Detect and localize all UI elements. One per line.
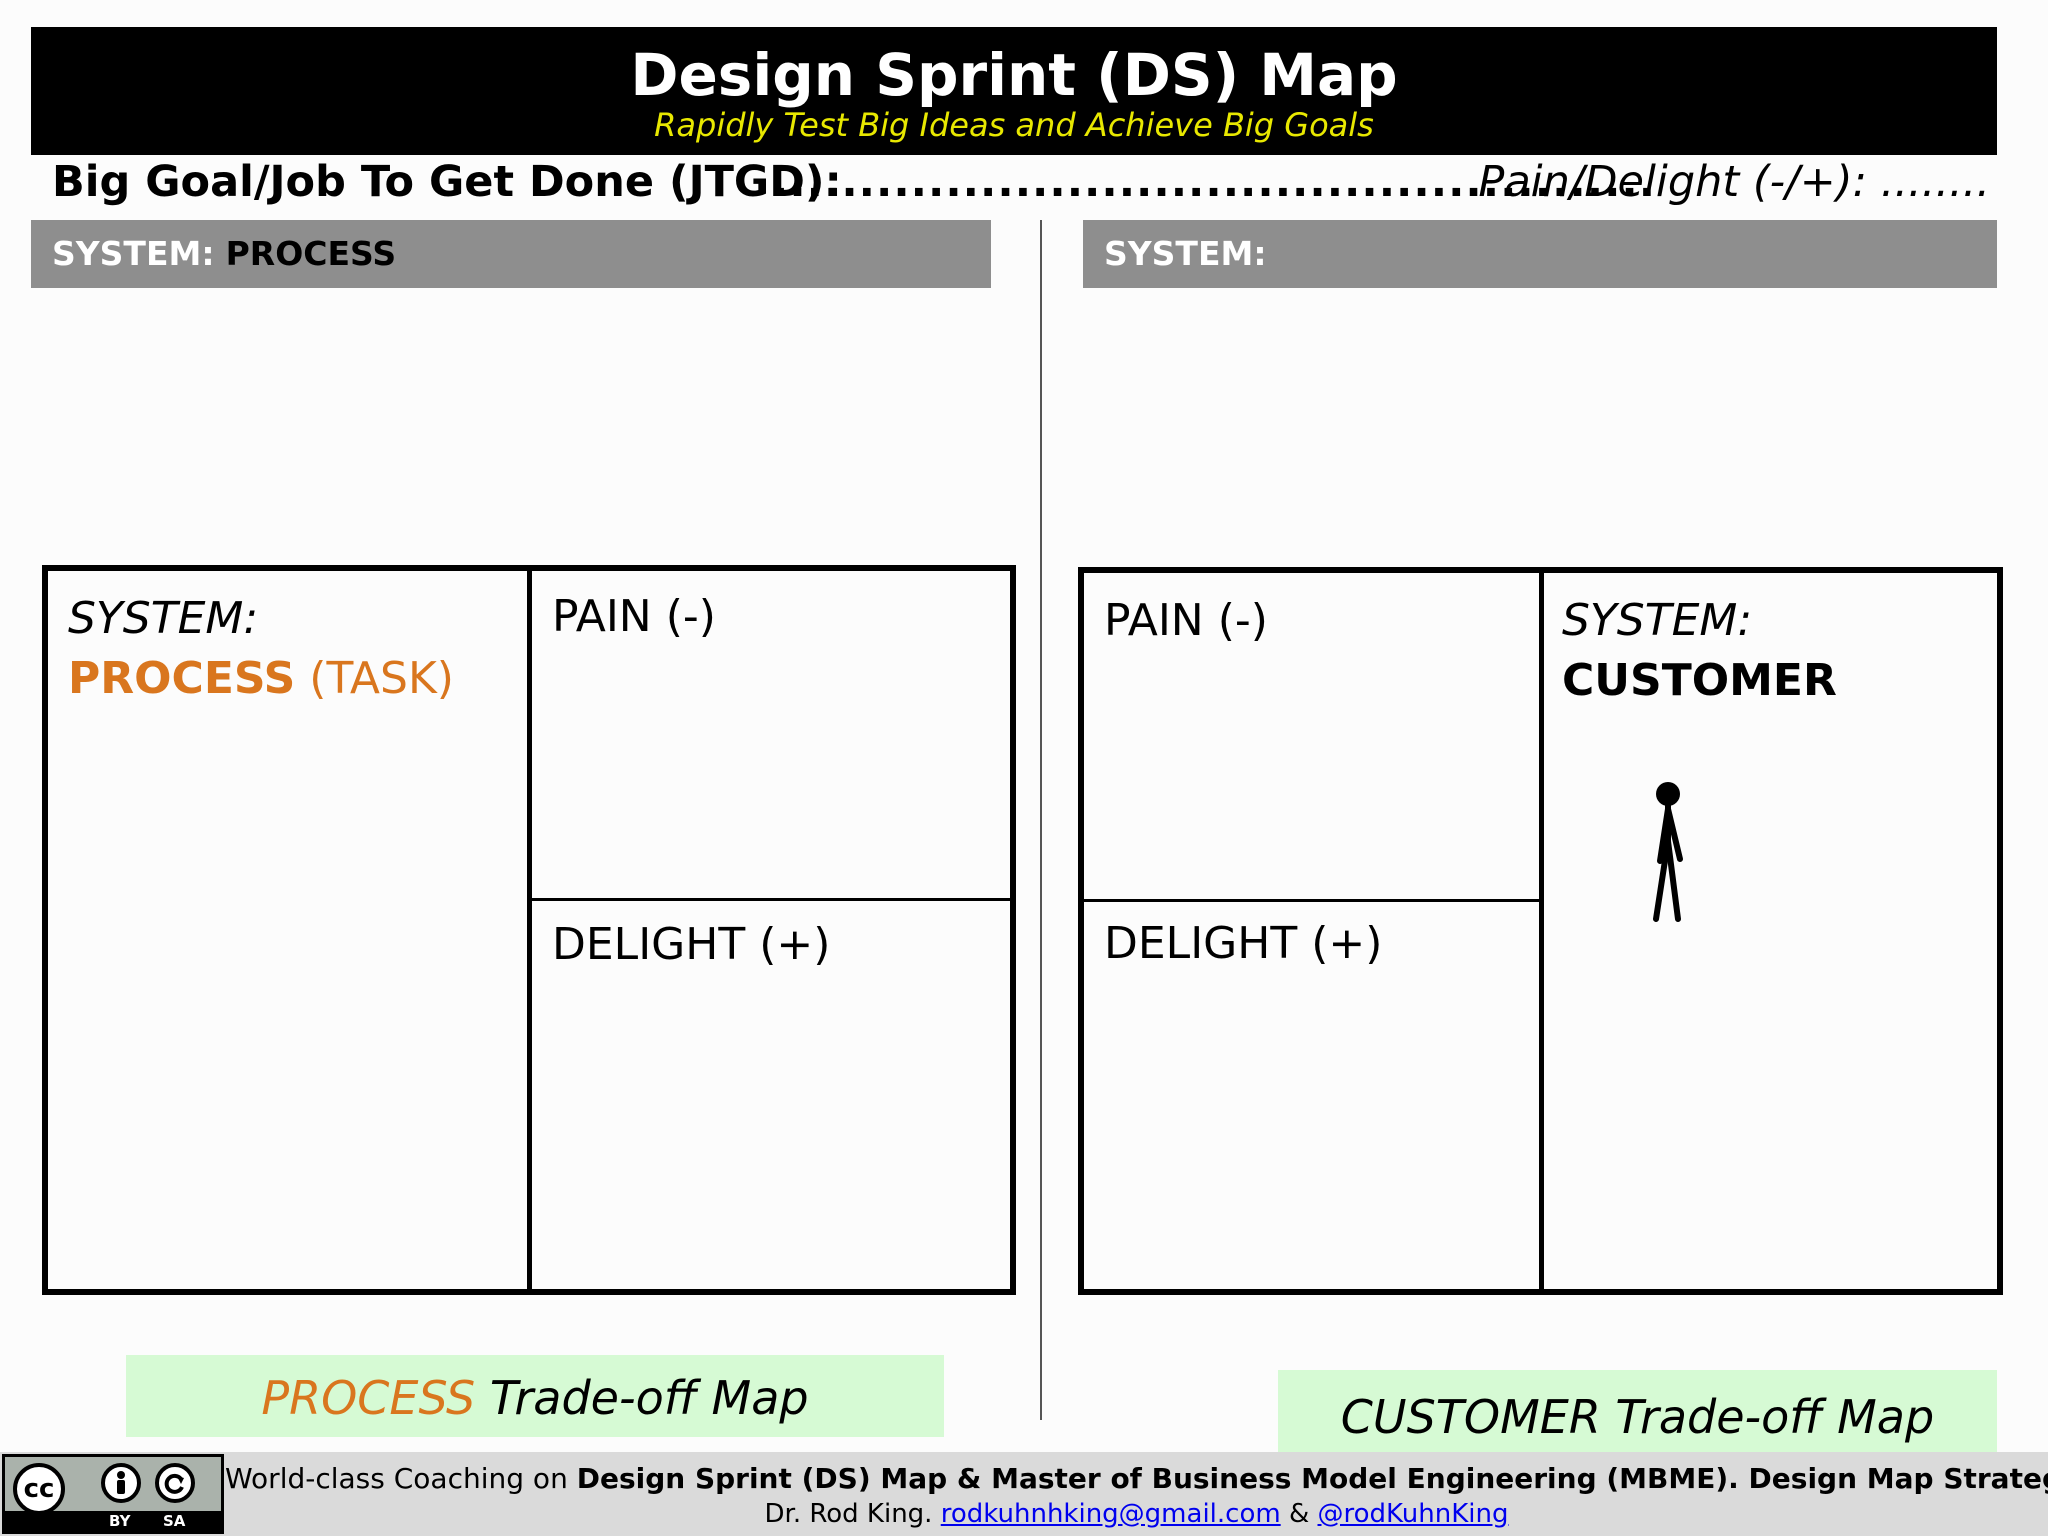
process-tradeoff-accent: PROCESS (261, 1371, 476, 1425)
customer-delight-label: DELIGHT (+) (1104, 918, 1383, 969)
credits-line-2: Dr. Rod King. rodkuhnhking@gmail.com & @… (225, 1497, 2048, 1531)
credits-bold: Design Sprint (DS) Map & Master of Busin… (576, 1462, 2048, 1495)
process-canvas: SYSTEM: PROCESS (TASK) PAIN (-) DELIGHT … (42, 565, 1016, 1295)
customer-tradeoff-banner: CUSTOMER Trade-off Map (1278, 1370, 1997, 1454)
right-system-bar: SYSTEM: (1083, 220, 1997, 288)
customer-system-value: CUSTOMER (1562, 655, 1837, 706)
process-canvas-vertical-divider (527, 571, 532, 1289)
page-title: Design Sprint (DS) Map (630, 41, 1398, 109)
process-delight-cell[interactable]: DELIGHT (+) (532, 901, 1010, 1289)
customer-stick-figure-icon (1653, 782, 1683, 922)
left-system-bar-value: PROCESS (225, 234, 397, 273)
license-sa-label: SA (163, 1512, 186, 1530)
license-by-label: BY (109, 1512, 131, 1530)
cc-logo-icon: cc (13, 1463, 65, 1515)
process-tradeoff-banner: PROCESS Trade-off Map (126, 1355, 944, 1437)
customer-canvas: PAIN (-) DELIGHT (+) SYSTEM: CUSTOMER (1078, 567, 2003, 1295)
customer-pain-cell[interactable]: PAIN (-) (1084, 573, 1539, 899)
customer-delight-cell[interactable]: DELIGHT (+) (1084, 902, 1539, 1289)
pain-delight-label[interactable]: Pain/Delight (-/+): ........ (1478, 157, 1990, 207)
credits-amp: & (1280, 1499, 1318, 1529)
process-system-label: SYSTEM: (68, 593, 259, 644)
center-divider (1040, 220, 1042, 1420)
process-pain-cell[interactable]: PAIN (-) (532, 571, 1010, 898)
right-system-bar-label: SYSTEM: (1104, 234, 1267, 273)
goal-label: Big Goal/Job To Get Done (JTGD): (52, 157, 842, 207)
credits-line-1: World-class Coaching on Design Sprint (D… (225, 1460, 2048, 1498)
process-pain-label: PAIN (-) (552, 591, 716, 642)
author-twitter-link[interactable]: @rodKuhnKing (1317, 1499, 1509, 1529)
author-email-link[interactable]: rodkuhnhking@gmail.com (940, 1499, 1281, 1529)
left-system-bar-label: SYSTEM: (52, 234, 215, 273)
customer-canvas-horizontal-divider (1084, 899, 1539, 902)
process-canvas-horizontal-divider (532, 898, 1010, 901)
left-system-bar: SYSTEM: PROCESS (31, 220, 991, 288)
process-tradeoff-title: PROCESS Trade-off Map (126, 1355, 944, 1441)
customer-canvas-vertical-divider (1539, 573, 1544, 1289)
title-bar: Design Sprint (DS) Map Rapidly Test Big … (31, 27, 1997, 155)
process-system-value: PROCESS (TASK) (68, 651, 454, 707)
attribution-icon (101, 1463, 141, 1503)
process-system-suffix: (TASK) (309, 653, 454, 704)
author-name: Dr. Rod King. (764, 1499, 941, 1529)
process-tradeoff-rest: Trade-off Map (489, 1371, 809, 1425)
customer-tradeoff-title: CUSTOMER Trade-off Map (1340, 1390, 1935, 1444)
credits-strip (0, 1452, 2048, 1536)
share-alike-icon (155, 1463, 195, 1503)
process-delight-label: DELIGHT (+) (552, 919, 831, 970)
process-system-name: PROCESS (68, 653, 296, 704)
credits-prefix: World-class Coaching on (225, 1462, 577, 1495)
customer-system-label: SYSTEM: (1562, 595, 1753, 646)
goal-input-dots[interactable]: ........................................… (772, 157, 1657, 207)
customer-pain-label: PAIN (-) (1104, 595, 1268, 646)
cc-badge-strip: BY SA (5, 1511, 221, 1531)
customer-system-cell[interactable]: SYSTEM: CUSTOMER (1544, 573, 1997, 1289)
cc-license-badge[interactable]: cc BY SA (2, 1454, 224, 1534)
process-system-cell[interactable]: SYSTEM: PROCESS (TASK) (48, 571, 527, 1289)
page-subtitle: Rapidly Test Big Ideas and Achieve Big G… (654, 106, 1374, 144)
